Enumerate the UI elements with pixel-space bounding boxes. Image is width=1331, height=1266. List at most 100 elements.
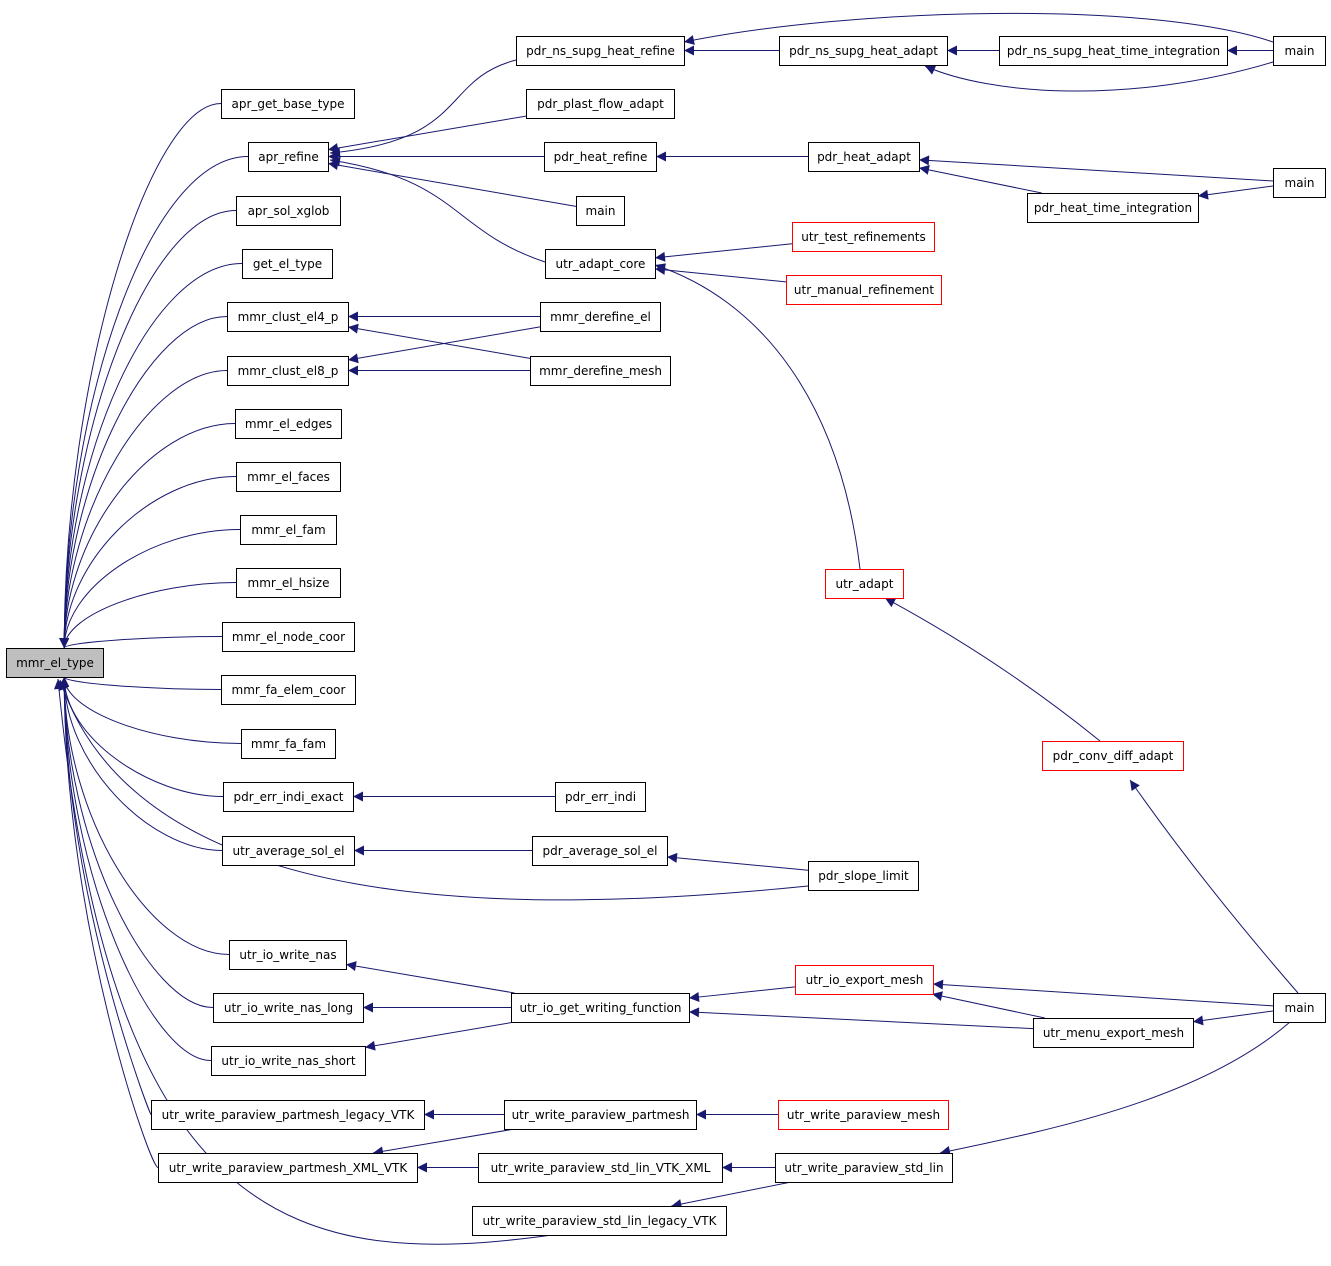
node-utr-write-paraview-partmesh-legacy-VTK[interactable]: utr_write_paraview_partmesh_legacy_VTK xyxy=(151,1100,425,1130)
node-pdr-plast-flow-adapt[interactable]: pdr_plast_flow_adapt xyxy=(526,89,675,119)
node-utr-write-paraview-std-lin-VTK-XML[interactable]: utr_write_paraview_std_lin_VTK_XML xyxy=(478,1153,723,1183)
node-apr-refine[interactable]: apr_refine xyxy=(248,142,329,172)
node-utr-io-write-nas[interactable]: utr_io_write_nas xyxy=(229,940,347,970)
node-pdr-err-indi-exact[interactable]: pdr_err_indi_exact xyxy=(223,782,354,812)
edge-main_io-to-utr_write_paraview_std_lin xyxy=(939,1021,1291,1156)
edge-utr_io_write_nas_short-to-mmr_el_type xyxy=(59,676,212,1061)
node-box xyxy=(808,861,919,891)
node-label: pdr_slope_limit xyxy=(818,869,909,883)
node-box xyxy=(1042,741,1184,771)
node-box xyxy=(229,940,347,970)
node-main-heat[interactable]: main xyxy=(1273,168,1326,198)
node-main-ns[interactable]: main xyxy=(1273,36,1326,66)
node-box xyxy=(540,302,661,332)
node-utr-write-paraview-partmesh[interactable]: utr_write_paraview_partmesh xyxy=(504,1100,697,1130)
node-pdr-slope-limit[interactable]: pdr_slope_limit xyxy=(808,861,919,891)
node-box xyxy=(504,1100,697,1130)
node-utr-io-write-nas-long[interactable]: utr_io_write_nas_long xyxy=(213,993,364,1023)
node-pdr-heat-adapt[interactable]: pdr_heat_adapt xyxy=(808,142,920,172)
node-label: mmr_clust_el4_p xyxy=(238,310,339,324)
node-utr-io-write-nas-short[interactable]: utr_io_write_nas_short xyxy=(211,1046,366,1076)
node-box xyxy=(235,409,342,439)
node-box xyxy=(808,142,920,172)
node-mmr-clust-el8-p[interactable]: mmr_clust_el8_p xyxy=(227,356,349,386)
node-label: mmr_derefine_mesh xyxy=(539,364,662,378)
node-utr-io-export-mesh[interactable]: utr_io_export_mesh xyxy=(795,965,934,995)
node-label: utr_adapt_core xyxy=(556,257,646,271)
node-box xyxy=(242,249,333,279)
node-mmr-el-edges[interactable]: mmr_el_edges xyxy=(235,409,342,439)
edge-mmr_el_edges-to-mmr_el_type xyxy=(59,423,236,649)
edge-main_io-to-pdr_conv_diff_adapt xyxy=(1129,779,1299,994)
node-label: pdr_heat_refine xyxy=(554,150,648,164)
node-pdr-ns-supg-heat-refine[interactable]: pdr_ns_supg_heat_refine xyxy=(516,36,685,66)
node-utr-adapt[interactable]: utr_adapt xyxy=(825,569,904,599)
node-mmr-el-hsize[interactable]: mmr_el_hsize xyxy=(236,568,341,598)
node-pdr-heat-refine[interactable]: pdr_heat_refine xyxy=(544,142,657,172)
node-main-io[interactable]: main xyxy=(1273,993,1326,1023)
node-mmr-derefine-el[interactable]: mmr_derefine_el xyxy=(540,302,661,332)
node-box xyxy=(223,782,354,812)
node-label: utr_adapt xyxy=(836,577,894,591)
node-main-apr[interactable]: main xyxy=(576,196,625,226)
node-pdr-ns-supg-heat-adapt[interactable]: pdr_ns_supg_heat_adapt xyxy=(779,36,948,66)
node-mmr-el-node-coor[interactable]: mmr_el_node_coor xyxy=(222,622,355,652)
node-apr-get-base-type[interactable]: apr_get_base_type xyxy=(221,89,355,119)
node-mmr-clust-el4-p[interactable]: mmr_clust_el4_p xyxy=(227,302,349,332)
node-utr-adapt-core[interactable]: utr_adapt_core xyxy=(545,249,656,279)
edge-pdr_ns_supg_heat_refine-to-apr_refine xyxy=(329,59,517,158)
edge-utr_adapt_core-to-apr_refine xyxy=(329,156,546,263)
node-label: apr_sol_xglob xyxy=(248,204,330,218)
node-apr-sol-xglob[interactable]: apr_sol_xglob xyxy=(236,196,341,226)
node-label: mmr_fa_fam xyxy=(251,737,326,751)
node-box xyxy=(532,836,668,866)
node-box xyxy=(779,36,948,66)
node-box xyxy=(530,356,671,386)
node-utr-write-paraview-mesh[interactable]: utr_write_paraview_mesh xyxy=(778,1100,949,1130)
node-label: mmr_derefine_el xyxy=(550,310,651,324)
node-label: mmr_el_type xyxy=(16,656,94,670)
node-box xyxy=(221,89,355,119)
node-utr-write-paraview-partmesh-XML-VTK[interactable]: utr_write_paraview_partmesh_XML_VTK xyxy=(158,1153,418,1183)
node-mmr-fa-elem-coor[interactable]: mmr_fa_elem_coor xyxy=(221,675,356,705)
node-mmr-el-faces[interactable]: mmr_el_faces xyxy=(236,462,341,492)
node-box xyxy=(241,729,336,759)
edge-utr_write_paraview_partmesh-to-utr_write_paraview_partmesh_XML_VTK xyxy=(372,1128,515,1157)
edge-utr_io_get_writing_function-to-utr_io_write_nas_short xyxy=(364,1021,515,1051)
node-utr-menu-export-mesh[interactable]: utr_menu_export_mesh xyxy=(1033,1018,1194,1048)
edge-mmr_el_faces-to-mmr_el_type xyxy=(59,476,237,649)
node-mmr-fa-fam[interactable]: mmr_fa_fam xyxy=(241,729,336,759)
node-pdr-average-sol-el[interactable]: pdr_average_sol_el xyxy=(532,836,668,866)
node-utr-io-get-writing-function[interactable]: utr_io_get_writing_function xyxy=(511,993,690,1023)
node-label: utr_manual_refinement xyxy=(794,283,934,297)
node-utr-manual-refinement[interactable]: utr_manual_refinement xyxy=(786,275,942,305)
node-mmr-el-type[interactable]: mmr_el_type xyxy=(6,648,104,678)
edge-utr_menu_export_mesh-to-utr_io_get_writing_function xyxy=(688,1007,1034,1030)
edge-main_heat-to-pdr_heat_adapt xyxy=(918,155,1274,182)
node-utr-test-refinements[interactable]: utr_test_refinements xyxy=(792,222,935,252)
node-mmr-derefine-mesh[interactable]: mmr_derefine_mesh xyxy=(530,356,671,386)
edge-pdr_slope_limit-to-pdr_average_sol_el xyxy=(666,852,809,871)
node-box xyxy=(222,836,355,866)
node-pdr-conv-diff-adapt[interactable]: pdr_conv_diff_adapt xyxy=(1042,741,1184,771)
node-utr-write-paraview-std-lin-legacy-VTK[interactable]: utr_write_paraview_std_lin_legacy_VTK xyxy=(472,1206,727,1236)
node-get-el-type[interactable]: get_el_type xyxy=(242,249,333,279)
edge-pdr_slope_limit-to-mmr_el_type xyxy=(58,679,809,901)
edge-pdr_conv_diff_adapt-to-utr_adapt xyxy=(884,597,1101,742)
node-label: get_el_type xyxy=(253,257,322,271)
node-label: pdr_average_sol_el xyxy=(543,844,658,858)
node-pdr-err-indi[interactable]: pdr_err_indi xyxy=(555,782,646,812)
node-mmr-el-fam[interactable]: mmr_el_fam xyxy=(240,515,337,545)
node-utr-average-sol-el[interactable]: utr_average_sol_el xyxy=(222,836,355,866)
node-pdr-heat-time-integration[interactable]: pdr_heat_time_integration xyxy=(1027,193,1199,223)
node-pdr-ns-supg-heat-time-integration[interactable]: pdr_ns_supg_heat_time_integration xyxy=(999,36,1228,66)
node-label: apr_refine xyxy=(258,150,319,164)
node-label: utr_write_paraview_std_lin_VTK_XML xyxy=(491,1161,711,1175)
node-utr-write-paraview-std-lin[interactable]: utr_write_paraview_std_lin xyxy=(775,1153,953,1183)
edge-mmr_fa_fam-to-mmr_el_type xyxy=(59,676,242,744)
node-label: mmr_clust_el8_p xyxy=(238,364,339,378)
node-label: pdr_err_indi_exact xyxy=(233,790,343,804)
edge-apr_get_base_type-to-mmr_el_type xyxy=(59,103,222,649)
edge-apr_sol_xglob-to-mmr_el_type xyxy=(59,210,237,649)
